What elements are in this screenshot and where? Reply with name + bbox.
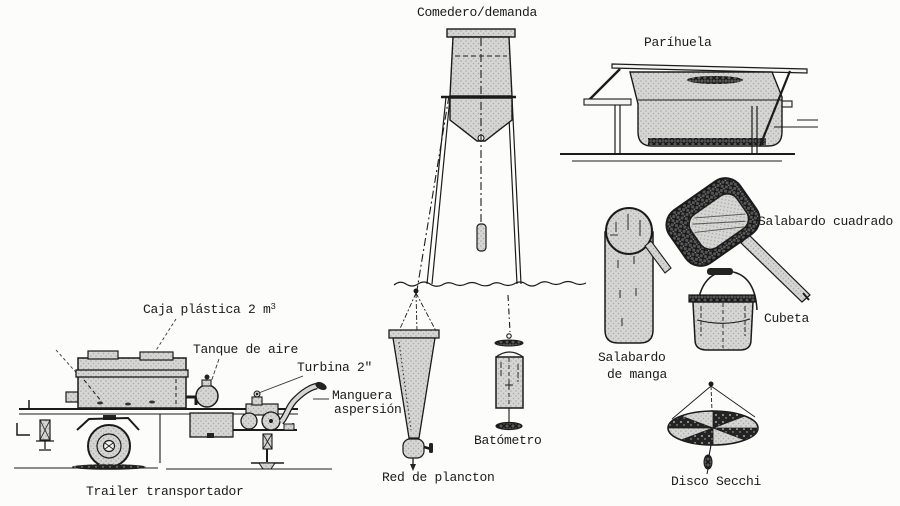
tanque-aire-label: Tanque de aire bbox=[193, 342, 299, 357]
cubeta-label: Cubeta bbox=[764, 311, 810, 326]
trailer-label: Trailer transportador bbox=[86, 484, 244, 499]
batometro-illustration bbox=[494, 294, 524, 431]
salabardo-manga-label-line2: de manga bbox=[607, 367, 668, 382]
salabardo-manga-label-line1: Salabardo bbox=[598, 350, 666, 365]
manguera-label-line1: Manguera bbox=[332, 388, 393, 403]
caja-plastica-exponent: 3 bbox=[270, 302, 276, 312]
salabardo-cuadrado-label: Salabardo cuadrado bbox=[758, 214, 894, 229]
batometro-label: Batómetro bbox=[474, 433, 542, 448]
tanque-leader-line bbox=[209, 358, 220, 386]
salabardo-cuadrado-illustration bbox=[665, 177, 811, 303]
comedero-illustration bbox=[393, 28, 587, 287]
turbina-leader-line bbox=[255, 375, 304, 395]
parihuela-label: Paríhuela bbox=[644, 35, 712, 50]
caja-plastica-text: Caja plástica 2 m bbox=[143, 302, 271, 317]
trailer-illustration bbox=[14, 318, 332, 470]
manguera-label-line2: aspersión bbox=[334, 402, 402, 417]
parihuela-illustration bbox=[560, 63, 818, 162]
turbina-label: Turbina 2" bbox=[297, 360, 373, 375]
red-plancton-label: Red de plancton bbox=[382, 470, 495, 485]
caja-plastica-label: Caja plástica 2 m3 bbox=[143, 300, 276, 317]
caja-leader-line-2 bbox=[55, 349, 83, 380]
disco-secchi-label: Disco Secchi bbox=[671, 474, 762, 489]
salabardo-manga-illustration bbox=[604, 207, 672, 344]
comedero-label: Comedero/demanda bbox=[417, 5, 538, 20]
disco-secchi-illustration bbox=[667, 381, 759, 475]
cubeta-illustration bbox=[688, 268, 758, 351]
red-plancton-illustration bbox=[388, 95, 450, 471]
